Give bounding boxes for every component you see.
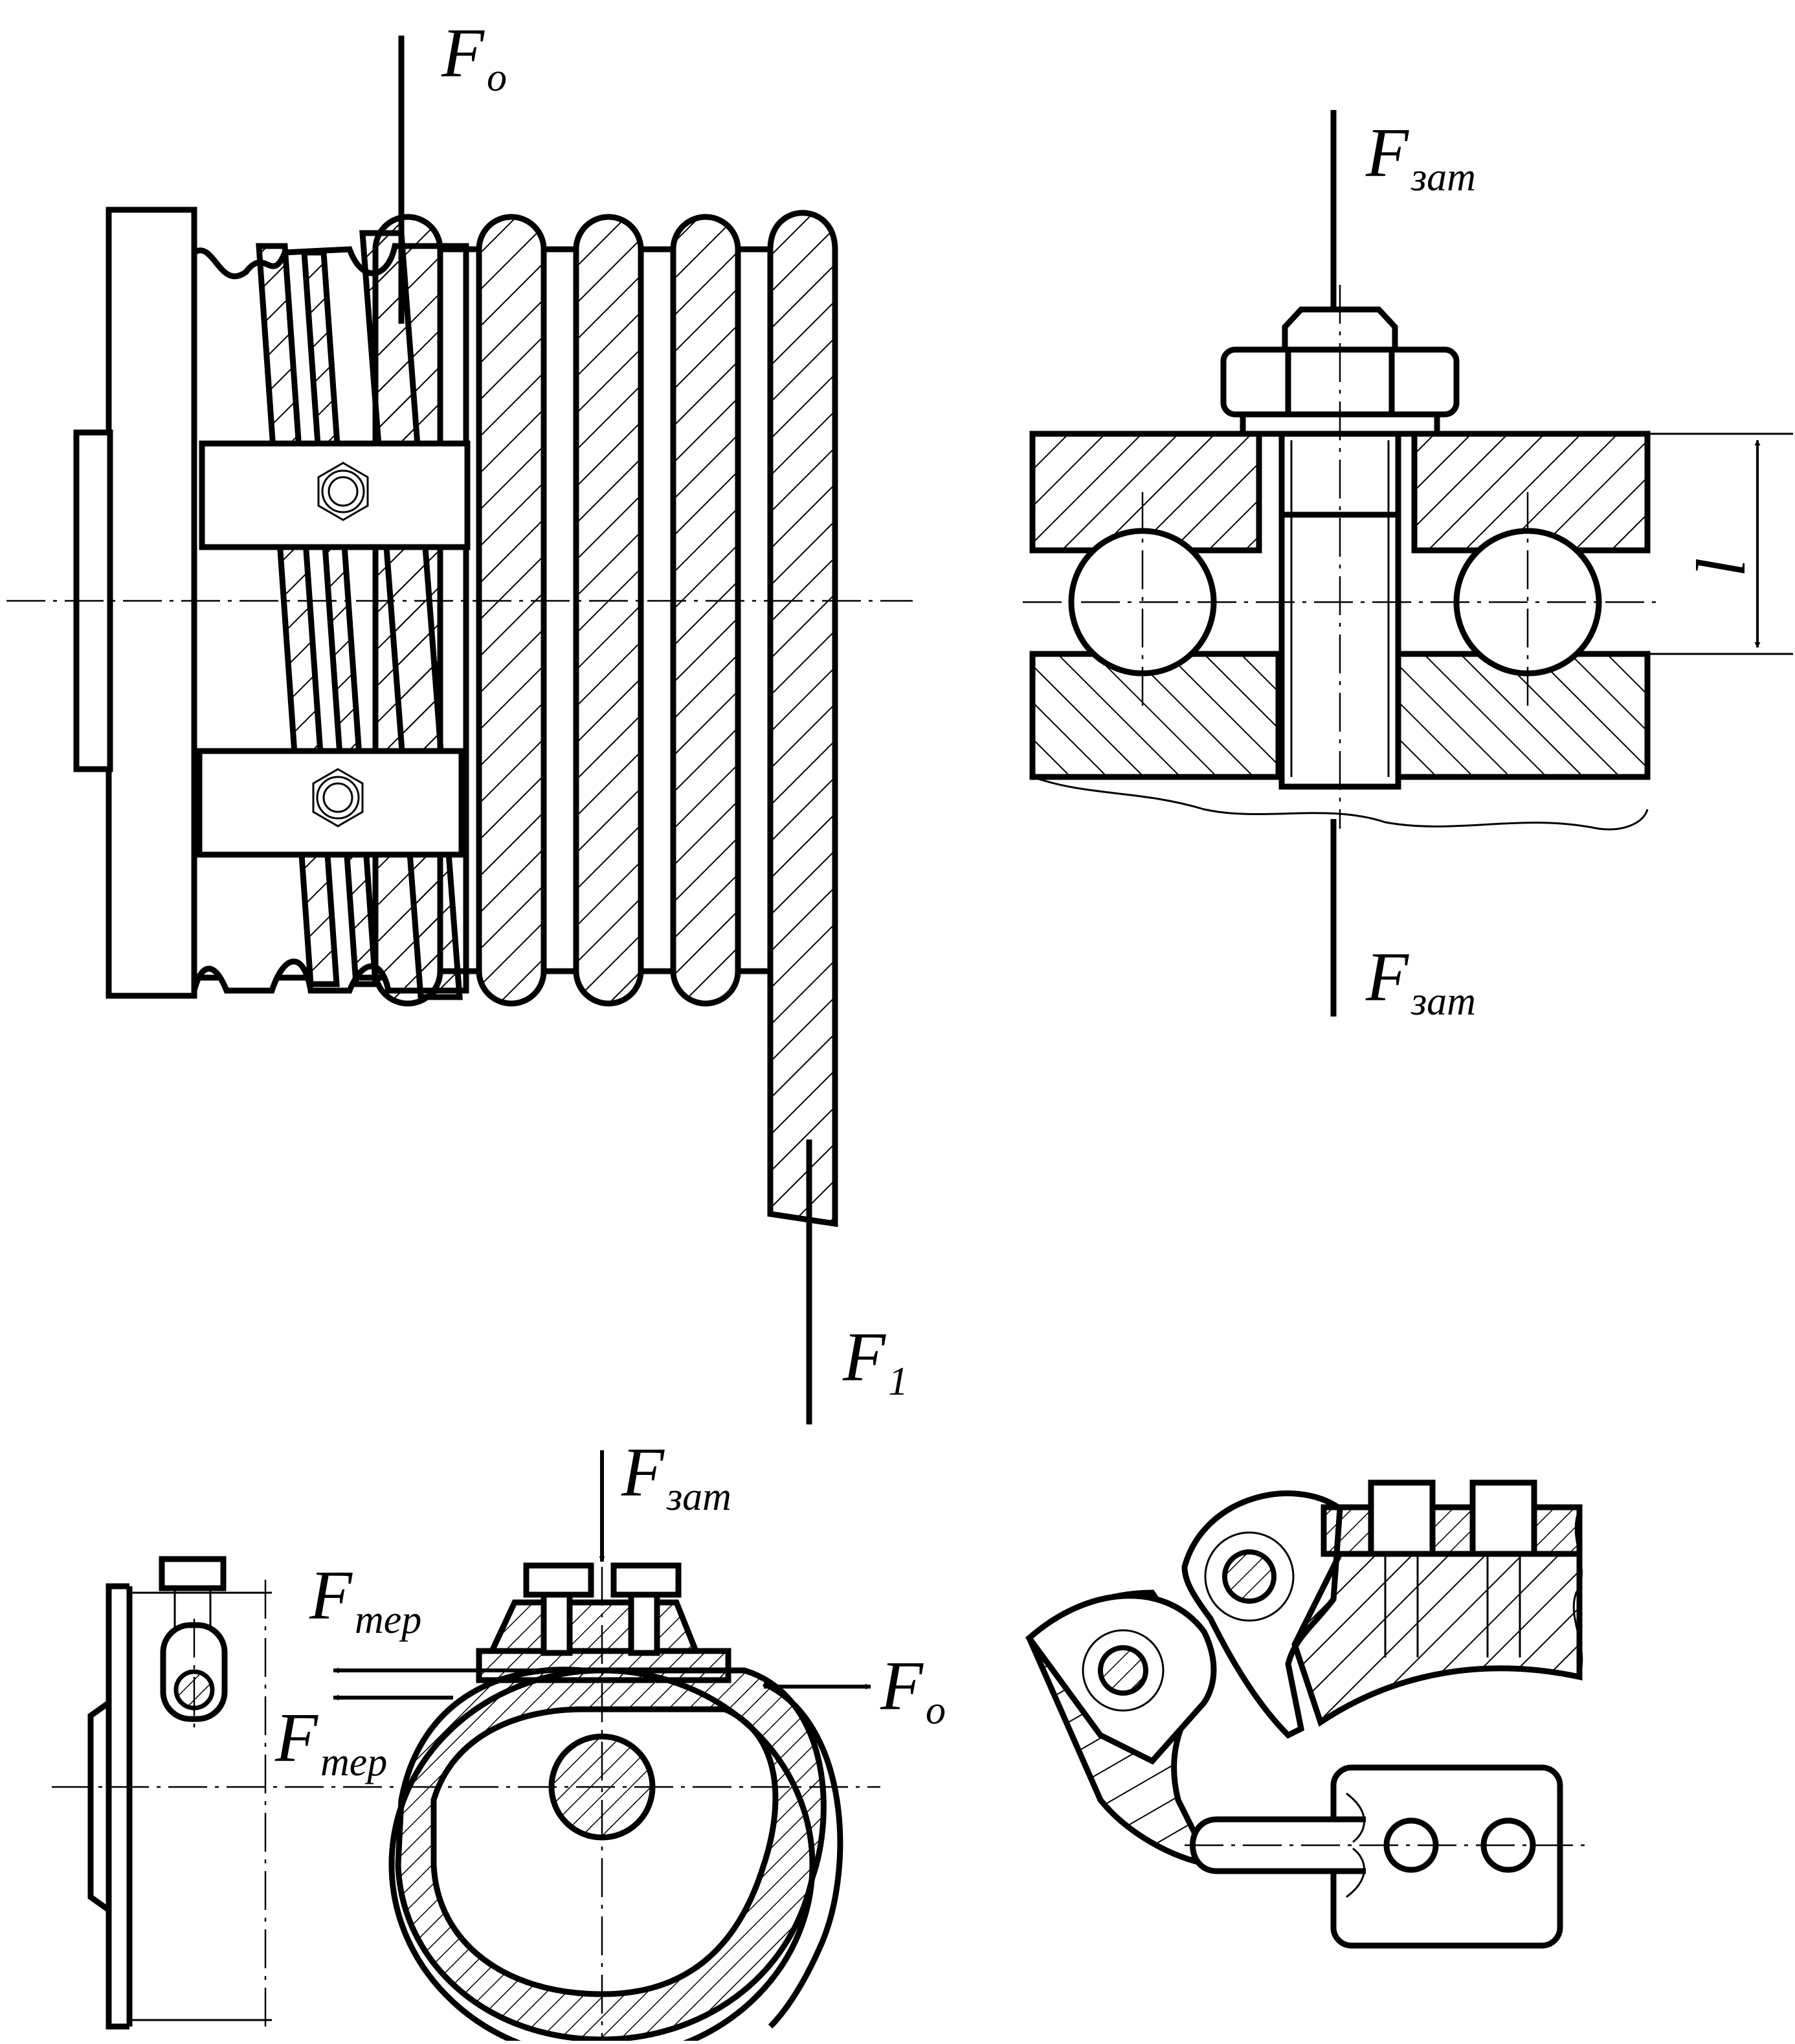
base-plate-left [1029, 651, 1282, 780]
hinge-pin-2 [1222, 1549, 1277, 1604]
hinge-main-segment [1291, 1551, 1583, 1727]
rope-tail [763, 1680, 843, 2029]
hinge-top-plate [1321, 1504, 1583, 1557]
rope-turn-4 [670, 214, 741, 1007]
rope-clamp-front-view [52, 1450, 880, 2044]
clamp-side-view [87, 1556, 272, 2033]
hinged-clamp-view [1025, 1479, 1586, 1949]
label-Fter-2: Fтер [274, 1700, 387, 1784]
hinge-bolt-2 [1469, 1479, 1537, 1557]
rope-clamp-plate-bottom [196, 748, 465, 858]
label-F1-drum: F1 [842, 1319, 908, 1404]
clamp-bolt-head-2 [610, 1562, 682, 1598]
rope-turn-3 [573, 214, 644, 1007]
clamp-bolt-shank-2 [628, 1591, 660, 1656]
clamp-block [487, 1599, 700, 1654]
clamp-bar [476, 1648, 731, 1683]
rope-turns [372, 210, 838, 1228]
label-Fzat-top: Fзат [1365, 115, 1476, 199]
clamp-bolt-shank-1 [541, 1591, 573, 1656]
bolt-end [1282, 306, 1398, 353]
rope-turn-5 [767, 210, 838, 1228]
hinge-pin-1 [1098, 1645, 1148, 1696]
label-Fter-1: Fтер [309, 1557, 421, 1642]
rope-turn-2 [476, 214, 547, 1007]
rope-clamp-plate-top [199, 440, 471, 550]
hinge-bolt-1 [1368, 1479, 1436, 1557]
rope-turn-1 [372, 214, 443, 1007]
label-Fzat-clamp: Fзат [621, 1434, 731, 1519]
label-l: l [1680, 556, 1757, 575]
label-Fo-clamp: Fo [880, 1648, 946, 1733]
drum-flange [106, 207, 197, 999]
hinge-lever-2 [1181, 1490, 1343, 1739]
clamp-nut-bottom [312, 768, 364, 827]
label-Fzat-bottom: Fзат [1365, 939, 1476, 1024]
label-Fo-drum: Fo [441, 15, 507, 100]
clamp-nut-top [317, 462, 369, 521]
base-break-line [1032, 776, 1649, 831]
side-housing [87, 1583, 133, 2030]
rope-drum-view [6, 35, 913, 1425]
clamp-bolt-head-1 [523, 1562, 594, 1598]
bolt-joint-view [1023, 109, 1793, 1017]
side-bolt-head [159, 1556, 227, 1591]
